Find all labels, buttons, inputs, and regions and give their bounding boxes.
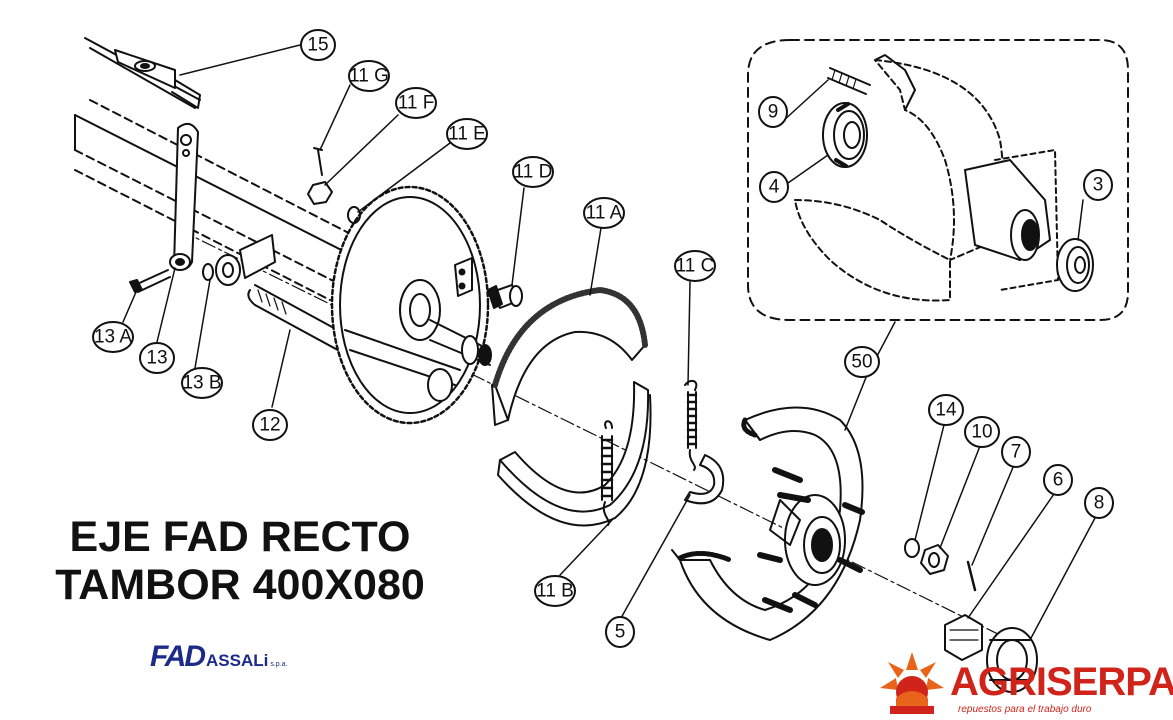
callout-label-8: 8 bbox=[1094, 493, 1105, 514]
callout-label-11g: 11 G bbox=[349, 66, 389, 87]
axle-centerline bbox=[179, 229, 1011, 641]
title-line-1: EJE FAD RECTO bbox=[69, 513, 411, 561]
callout-11c bbox=[674, 250, 716, 282]
callout-13 bbox=[139, 342, 175, 374]
part-11a-brake-shoe-upper bbox=[491, 287, 648, 426]
callout-11g bbox=[348, 60, 390, 92]
callout-15 bbox=[300, 29, 336, 61]
part-11d-bushing bbox=[487, 284, 523, 309]
inset-part-4-bearing bbox=[822, 102, 868, 168]
callout-label-4: 4 bbox=[769, 177, 780, 198]
callout-50 bbox=[844, 346, 880, 378]
fad-logo-mark: FAD bbox=[150, 640, 206, 673]
callout-13a bbox=[92, 321, 134, 353]
callout-label-11d: 11 D bbox=[514, 162, 553, 183]
callout-label-5: 5 bbox=[615, 622, 626, 643]
part-50-drum bbox=[671, 406, 865, 641]
part-11g-pin bbox=[313, 147, 323, 176]
bracket-plate bbox=[215, 234, 276, 286]
part-15-lever bbox=[84, 37, 201, 109]
callout-label-9: 9 bbox=[768, 102, 779, 123]
part-13-cam-lever bbox=[169, 122, 199, 271]
callout-label-12: 12 bbox=[259, 415, 280, 436]
callout-label-11e: 11 E bbox=[448, 124, 486, 145]
part-6-castle-nut bbox=[944, 614, 983, 661]
spring-11c bbox=[684, 379, 698, 471]
leader-lines bbox=[122, 44, 1096, 641]
detail-inset-box bbox=[747, 39, 1129, 321]
callout-label-6: 6 bbox=[1053, 470, 1064, 491]
callout-10 bbox=[964, 416, 1000, 448]
callout-label-3: 3 bbox=[1093, 175, 1104, 196]
part-14-washer bbox=[904, 538, 920, 558]
callout-4 bbox=[759, 171, 789, 203]
fad-logo-assali: ASSALi bbox=[206, 651, 269, 670]
inset-hub-cutaway bbox=[794, 54, 1059, 302]
part-11b-brake-shoe-lower bbox=[497, 381, 652, 527]
callout-11a bbox=[583, 197, 625, 229]
callout-label-13: 13 bbox=[146, 348, 167, 369]
part-13b-washer bbox=[202, 263, 214, 281]
callout-5 bbox=[605, 616, 635, 648]
callout-11b bbox=[534, 575, 576, 607]
part-7-cotter-pin bbox=[966, 560, 977, 592]
callout-label-11f: 11 F bbox=[398, 93, 435, 114]
part-10-nut bbox=[920, 544, 949, 575]
callout-11e bbox=[446, 118, 488, 150]
callout-13b bbox=[181, 367, 223, 399]
callout-label-10: 10 bbox=[971, 422, 992, 443]
callout-11d bbox=[512, 156, 554, 188]
fad-logo-spa: s.p.a. bbox=[270, 661, 288, 668]
callout-label-11a: 11 A bbox=[586, 203, 623, 224]
part-8-hub-cap bbox=[986, 627, 1038, 693]
callout-9 bbox=[758, 96, 788, 128]
agriserpal-logo: AGRISERPAL repuestos para el trabajo dur… bbox=[876, 648, 1173, 720]
callout-label-15: 15 bbox=[307, 35, 328, 56]
title-line-2: TAMBOR 400X080 bbox=[55, 561, 425, 609]
callout-12 bbox=[252, 409, 288, 441]
callout-label-11b: 11 B bbox=[536, 581, 574, 602]
callout-11f bbox=[395, 87, 437, 119]
agriserpal-sun-icon bbox=[880, 652, 944, 714]
part-11e-washer bbox=[347, 206, 361, 224]
part-11f-nut bbox=[307, 181, 333, 205]
callout-3 bbox=[1083, 169, 1113, 201]
callout-label-13a: 13 A bbox=[94, 327, 132, 348]
callout-label-50: 50 bbox=[851, 352, 872, 373]
inset-part-3-bearing bbox=[1056, 238, 1094, 292]
callout-7 bbox=[1001, 436, 1031, 468]
callout-6 bbox=[1043, 464, 1073, 496]
callout-label-11c: 11 C bbox=[676, 256, 715, 277]
part-13a-bolt bbox=[129, 269, 171, 293]
callout-14 bbox=[928, 394, 964, 426]
spring-11b bbox=[600, 420, 614, 526]
backing-plate bbox=[330, 185, 492, 425]
part-5-clip bbox=[684, 454, 725, 505]
inset-part-9-stud bbox=[827, 67, 871, 95]
callout-label-13b: 13 B bbox=[182, 373, 221, 394]
callout-8 bbox=[1084, 487, 1114, 519]
agriserpal-tagline: repuestos para el trabajo duro bbox=[958, 704, 1092, 715]
agriserpal-name: AGRISERPAL bbox=[950, 660, 1173, 704]
callout-label-14: 14 bbox=[935, 400, 957, 421]
callout-label-7: 7 bbox=[1011, 442, 1022, 463]
